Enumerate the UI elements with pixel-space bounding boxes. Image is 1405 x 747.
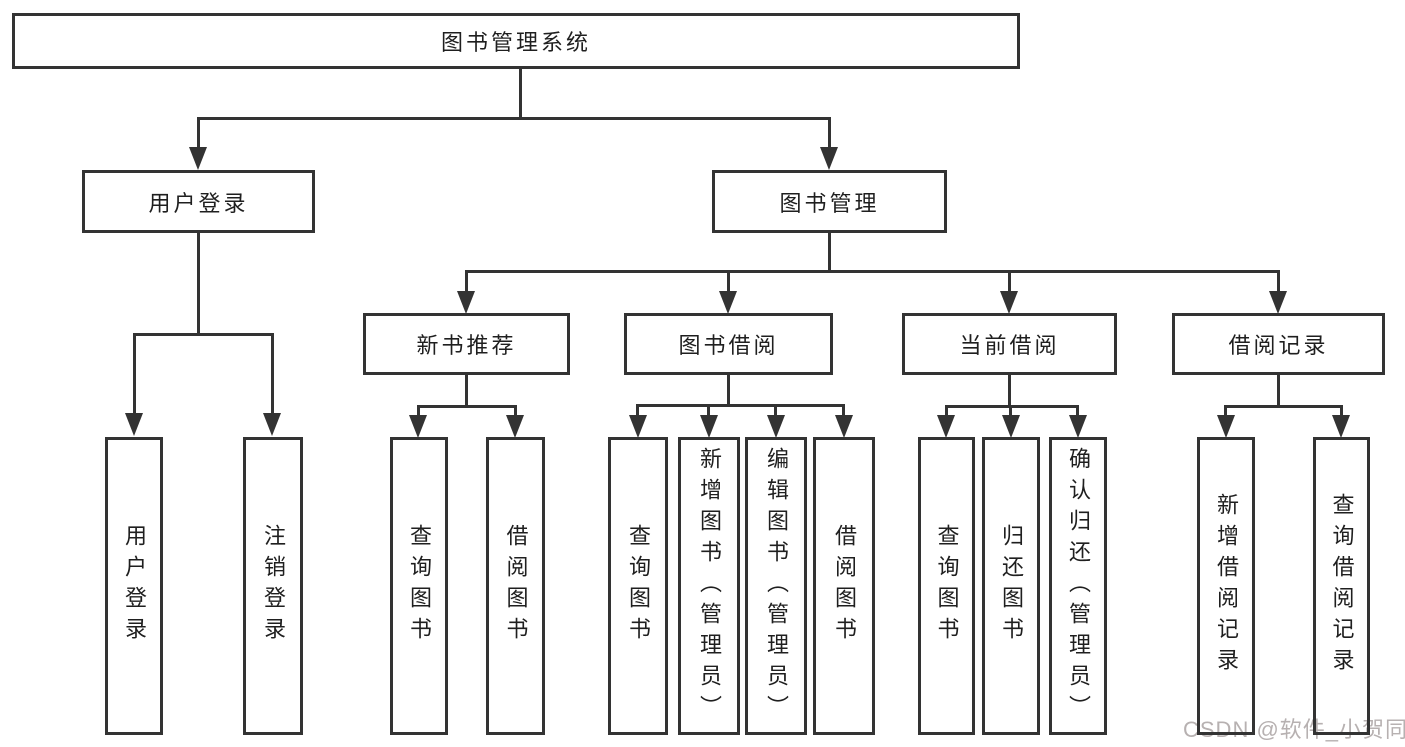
leaf-logout-label: 注销登录 (261, 524, 286, 648)
arrow-down-cb-confirm (1069, 415, 1087, 438)
connector-root-left-drop (197, 117, 200, 148)
arrow-down-book-mgmt (820, 147, 838, 170)
node-root-label: 图书管理系统 (440, 30, 591, 55)
node-book-borrow-label: 图书借阅 (678, 333, 779, 358)
leaf-user-login-label: 用户登录 (122, 524, 147, 648)
leaf-cb-confirm-return-admin-label: 确认归还（管理员） (1066, 446, 1091, 726)
connector-borrow-drop-3 (774, 404, 777, 416)
connector-current-drop-1 (945, 405, 948, 416)
connector-borrow-drop-2 (707, 404, 710, 416)
arrow-down-leaf-logout (263, 413, 281, 436)
leaf-cb-query-books: 查询图书 (918, 437, 975, 735)
arrow-down-cb-query (937, 415, 955, 438)
connector-current-spread (945, 405, 1079, 408)
arrow-down-nb-query (409, 415, 427, 438)
connector-newbook-trunk (465, 375, 468, 405)
leaf-user-login: 用户登录 (105, 437, 163, 735)
leaf-bb-query-books-label: 查询图书 (626, 524, 651, 648)
connector-root-spread (197, 117, 831, 120)
arrow-down-borrow (719, 291, 737, 314)
arrow-down-nb-borrow (506, 415, 524, 438)
leaf-br-query-record-label: 查询借阅记录 (1329, 493, 1355, 679)
connector-user-drop-1 (133, 333, 136, 414)
leaf-bb-edit-books-admin-label: 编辑图书（管理员） (764, 446, 789, 726)
arrow-down-current (1000, 291, 1018, 314)
connector-mgmt-spread (465, 270, 1279, 273)
connector-borrow-drop-1 (636, 404, 639, 416)
connector-newbook-drop-1 (417, 405, 420, 416)
leaf-br-add-record: 新增借阅记录 (1197, 437, 1255, 735)
connector-current-trunk (1008, 375, 1011, 405)
connector-newbook-spread (417, 405, 517, 408)
leaf-logout: 注销登录 (243, 437, 303, 735)
connector-root-right-drop (828, 117, 831, 148)
leaf-cb-return-books: 归还图书 (982, 437, 1040, 735)
leaf-bb-borrow-books: 借阅图书 (813, 437, 875, 735)
arrow-down-user-login (189, 147, 207, 170)
connector-mgmt-drop-3 (1008, 270, 1011, 292)
arrow-down-br-query (1332, 415, 1350, 438)
leaf-bb-add-books-admin: 新增图书（管理员） (678, 437, 740, 735)
node-new-book-rec-label: 新书推荐 (416, 333, 517, 358)
node-user-login-label: 用户登录 (148, 190, 249, 216)
leaf-bb-borrow-books-label: 借阅图书 (832, 524, 857, 648)
arrow-down-bb-edit (767, 415, 785, 438)
connector-root-trunk (519, 69, 522, 118)
leaf-nb-borrow-books: 借阅图书 (486, 437, 545, 735)
node-current-borrow-label: 当前借阅 (959, 333, 1060, 358)
leaf-nb-borrow-books-label: 借阅图书 (503, 524, 529, 648)
leaf-cb-confirm-return-admin: 确认归还（管理员） (1049, 437, 1107, 735)
connector-newbook-drop-2 (514, 405, 517, 416)
arrow-down-br-add (1217, 415, 1235, 438)
leaf-nb-query-books-label: 查询图书 (407, 524, 432, 648)
node-book-mgmt: 图书管理 (712, 170, 947, 233)
connector-records-drop-2 (1340, 405, 1343, 416)
connector-borrow-trunk (727, 375, 730, 404)
arrow-down-new-book (457, 291, 475, 314)
arrow-down-bb-query (629, 415, 647, 438)
node-user-login: 用户登录 (82, 170, 315, 233)
leaf-nb-query-books: 查询图书 (390, 437, 448, 735)
connector-current-drop-3 (1076, 405, 1079, 416)
arrow-down-bb-borrow (835, 415, 853, 438)
arrow-down-cb-return (1002, 415, 1020, 438)
node-root: 图书管理系统 (12, 13, 1020, 69)
connector-mgmt-drop-1 (465, 270, 468, 292)
connector-current-drop-2 (1009, 405, 1012, 416)
arrow-down-leaf-login (125, 413, 143, 436)
leaf-bb-add-books-admin-label: 新增图书（管理员） (697, 446, 722, 726)
arrow-down-bb-add (700, 415, 718, 438)
leaf-cb-query-books-label: 查询图书 (934, 524, 960, 648)
leaf-br-query-record: 查询借阅记录 (1313, 437, 1370, 735)
node-borrow-records-label: 借阅记录 (1228, 333, 1329, 358)
connector-records-drop-1 (1224, 405, 1227, 416)
connector-borrow-spread (636, 404, 845, 407)
connector-records-spread (1224, 405, 1343, 408)
connector-mgmt-drop-4 (1277, 270, 1280, 292)
connector-records-trunk (1277, 375, 1280, 405)
connector-user-trunk (197, 233, 200, 333)
leaf-cb-return-books-label: 归还图书 (999, 524, 1024, 648)
leaf-br-add-record-label: 新增借阅记录 (1214, 493, 1239, 679)
leaf-bb-edit-books-admin: 编辑图书（管理员） (745, 437, 807, 735)
node-new-book-rec: 新书推荐 (363, 313, 570, 375)
connector-user-spread (133, 333, 274, 336)
leaf-bb-query-books: 查询图书 (608, 437, 668, 735)
connector-mgmt-trunk (828, 233, 831, 270)
node-borrow-records: 借阅记录 (1172, 313, 1385, 375)
connector-borrow-drop-4 (842, 404, 845, 416)
node-book-borrow: 图书借阅 (624, 313, 833, 375)
connector-user-drop-2 (271, 333, 274, 414)
node-current-borrow: 当前借阅 (902, 313, 1117, 375)
arrow-down-records (1269, 291, 1287, 314)
connector-mgmt-drop-2 (727, 270, 730, 292)
node-book-mgmt-label: 图书管理 (779, 190, 880, 216)
